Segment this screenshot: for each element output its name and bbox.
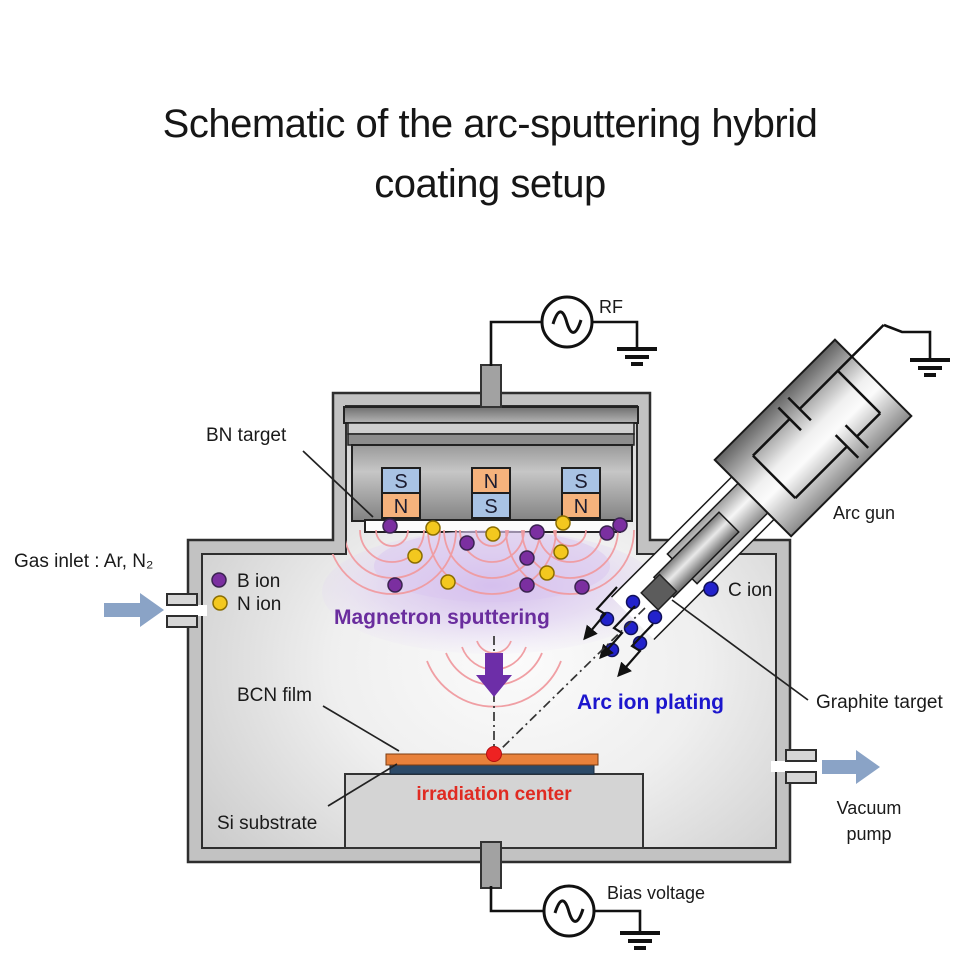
ground-icon xyxy=(615,347,659,366)
capacitor-circuit-icon xyxy=(752,323,885,499)
rf-label: RF xyxy=(599,297,623,317)
rf-circuit: RF xyxy=(480,295,659,408)
vacuum-flange xyxy=(785,749,817,762)
b-ion-legend-dot xyxy=(211,572,227,588)
rf-feedthrough-post xyxy=(480,364,502,408)
magnet-center-top-label: N xyxy=(484,471,498,493)
n-ion-dots xyxy=(407,515,571,590)
bias-feedthrough-post xyxy=(480,841,502,889)
magnet-right-bottom-label: N xyxy=(574,496,588,518)
gun-body xyxy=(713,338,913,538)
bias-voltage-label: Bias voltage xyxy=(607,883,705,903)
si-substrate-label: Si substrate xyxy=(217,813,317,834)
b-ion-dots xyxy=(382,517,628,595)
vacuum-port: Vacuum pump xyxy=(771,749,902,844)
ac-source-icon xyxy=(540,295,594,349)
c-ion-legend-dot xyxy=(703,581,719,597)
gas-inlet: Gas inlet : Ar, N₂ xyxy=(14,551,207,628)
down-arrow-icon xyxy=(476,653,512,697)
rf-wires xyxy=(489,320,639,366)
substrate-holder xyxy=(344,773,644,849)
bcn-film-leader xyxy=(322,705,400,752)
si-substrate-layer xyxy=(389,764,595,775)
graphite-target-label: Graphite target xyxy=(816,692,943,713)
magnet-right: S N xyxy=(561,467,601,519)
magnetron-sputtering-label: Magnetron sputtering xyxy=(334,606,550,629)
vacuum-pump-label-2: pump xyxy=(846,824,891,844)
beam-arrow-group xyxy=(426,636,562,750)
magnet-right-top-label: S xyxy=(574,471,587,493)
title-line-1: Schematic of the arc-sputtering hybrid xyxy=(162,102,818,146)
si-substrate-leader xyxy=(327,763,398,807)
bn-target-label: BN target xyxy=(206,425,287,446)
magnet-center-bottom-label: S xyxy=(484,496,497,518)
bcn-film-label: BCN film xyxy=(237,685,312,706)
arc-ion-plating-label: Arc ion plating xyxy=(577,691,724,714)
graphite-target-block xyxy=(640,573,678,611)
magnet-left-top-label: S xyxy=(394,471,407,493)
ground-icon xyxy=(908,358,952,377)
bias-circuit: Bias voltage xyxy=(480,841,705,950)
ac-source-icon xyxy=(542,884,596,938)
lightning-arrow-icon xyxy=(583,586,618,641)
ground-icon xyxy=(618,931,662,950)
irradiation-center-label: irradiation center xyxy=(416,784,572,805)
inlet-port-gap xyxy=(185,605,207,616)
sputter-wave-arcs xyxy=(327,529,635,595)
page-title: Schematic of the arc-sputtering hybrid c… xyxy=(0,94,980,214)
magnet-left: S N xyxy=(381,467,421,519)
n-ion-legend-dot xyxy=(212,595,228,611)
inlet-flange xyxy=(166,615,198,628)
irradiation-dot xyxy=(486,746,502,762)
plating-arrows xyxy=(583,586,654,678)
magnet-center: N S xyxy=(471,467,511,519)
gas-inlet-label: Gas inlet : Ar, N₂ xyxy=(14,551,153,572)
arc-gun-label: Arc gun xyxy=(833,503,895,523)
graphite-target-leader xyxy=(671,599,809,701)
leader-lines xyxy=(302,450,809,807)
inlet-flange xyxy=(166,593,198,606)
arc-gun xyxy=(610,323,952,641)
gun-ground-wire xyxy=(883,323,932,360)
b-ion-label: B ion xyxy=(237,571,280,592)
magnet-left-bottom-label: N xyxy=(394,496,408,518)
c-ion-label: C ion xyxy=(728,580,772,601)
vacuum-flange xyxy=(785,771,817,784)
vacuum-pump-label-1: Vacuum xyxy=(837,798,902,818)
ion-legend: B ion N ion C ion xyxy=(211,571,772,615)
substrate-stack: irradiation center xyxy=(344,746,644,849)
bias-wires xyxy=(489,886,642,933)
vacuum-flow-arrow-icon xyxy=(822,750,880,784)
diagonal-aim-line xyxy=(499,607,646,751)
lightning-arrow-icon xyxy=(617,623,654,678)
bn-target-leader xyxy=(302,450,374,518)
gas-flow-arrow-icon xyxy=(104,593,164,627)
title-line-2: coating setup xyxy=(374,162,606,206)
vacuum-port-gap xyxy=(771,761,793,772)
lightning-arrow-icon xyxy=(599,605,636,660)
n-ion-label: N ion xyxy=(237,594,281,615)
